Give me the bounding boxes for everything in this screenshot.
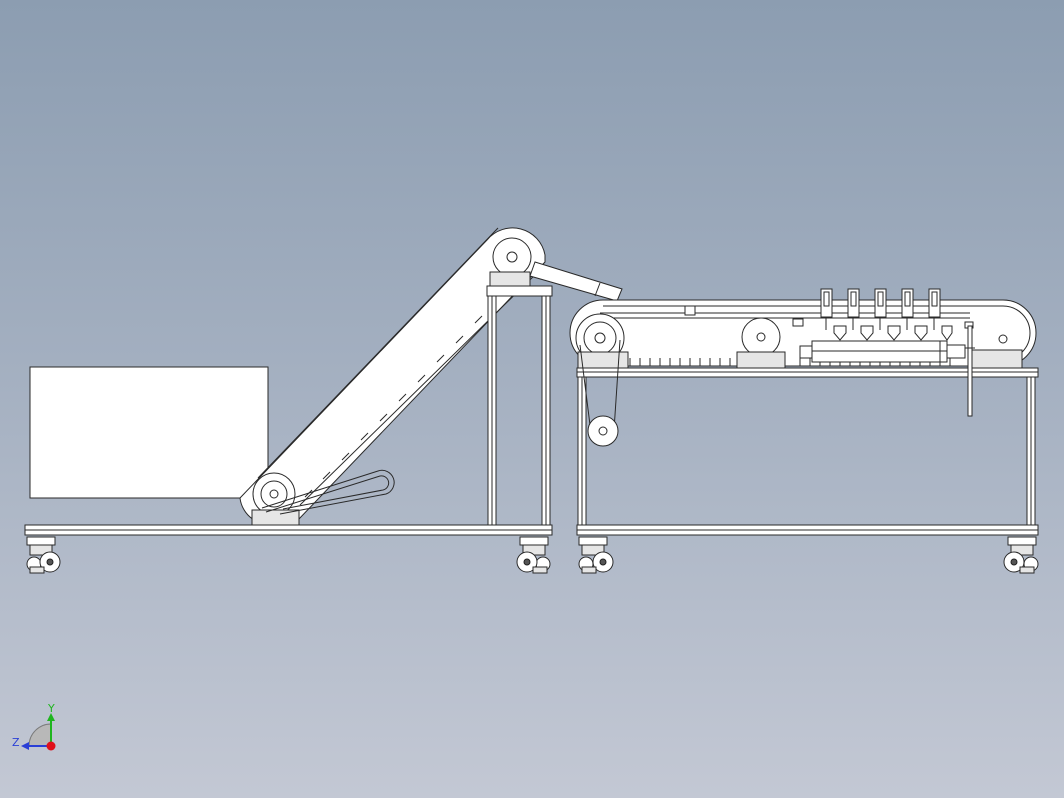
tail-pulley[interactable] xyxy=(969,334,1023,369)
y-axis-label: Y xyxy=(47,702,55,715)
z-axis-label: Z xyxy=(12,736,20,749)
caster-wheel xyxy=(516,536,551,574)
cutter-head[interactable] xyxy=(820,288,847,341)
cutter-head[interactable] xyxy=(874,288,901,341)
processing-table-machine[interactable] xyxy=(569,288,1039,574)
caster-wheel xyxy=(1003,536,1039,574)
drive-belt xyxy=(261,469,395,515)
table-legs xyxy=(577,376,1036,526)
left-base-frame xyxy=(24,524,553,536)
top-pulley[interactable] xyxy=(489,237,532,287)
caster-wheel xyxy=(26,536,61,574)
triad-quadrant-icon xyxy=(28,723,52,747)
incline-conveyor-machine[interactable] xyxy=(24,227,623,574)
roller-motor[interactable] xyxy=(799,325,975,417)
motor-drive-belt xyxy=(579,339,621,431)
head-pulley[interactable] xyxy=(575,313,629,369)
y-axis-arrowhead xyxy=(47,713,55,721)
right-base-frame xyxy=(576,524,1039,536)
cutter-head[interactable] xyxy=(928,288,953,341)
motor-pulley[interactable] xyxy=(587,415,619,447)
cutter-head[interactable] xyxy=(901,288,928,341)
hopper-box[interactable] xyxy=(29,366,269,499)
x-axis-origin-dot xyxy=(46,741,56,751)
caster-wheel xyxy=(578,536,614,574)
orientation-triad[interactable]: Y Z xyxy=(12,702,56,751)
support-tower xyxy=(486,285,553,526)
cutter-head[interactable] xyxy=(847,288,874,341)
idler-pulley[interactable] xyxy=(736,317,786,369)
z-axis-arrowhead xyxy=(21,742,29,750)
lower-pulley[interactable] xyxy=(251,472,300,526)
incline-conveyor-belt[interactable] xyxy=(239,227,546,523)
